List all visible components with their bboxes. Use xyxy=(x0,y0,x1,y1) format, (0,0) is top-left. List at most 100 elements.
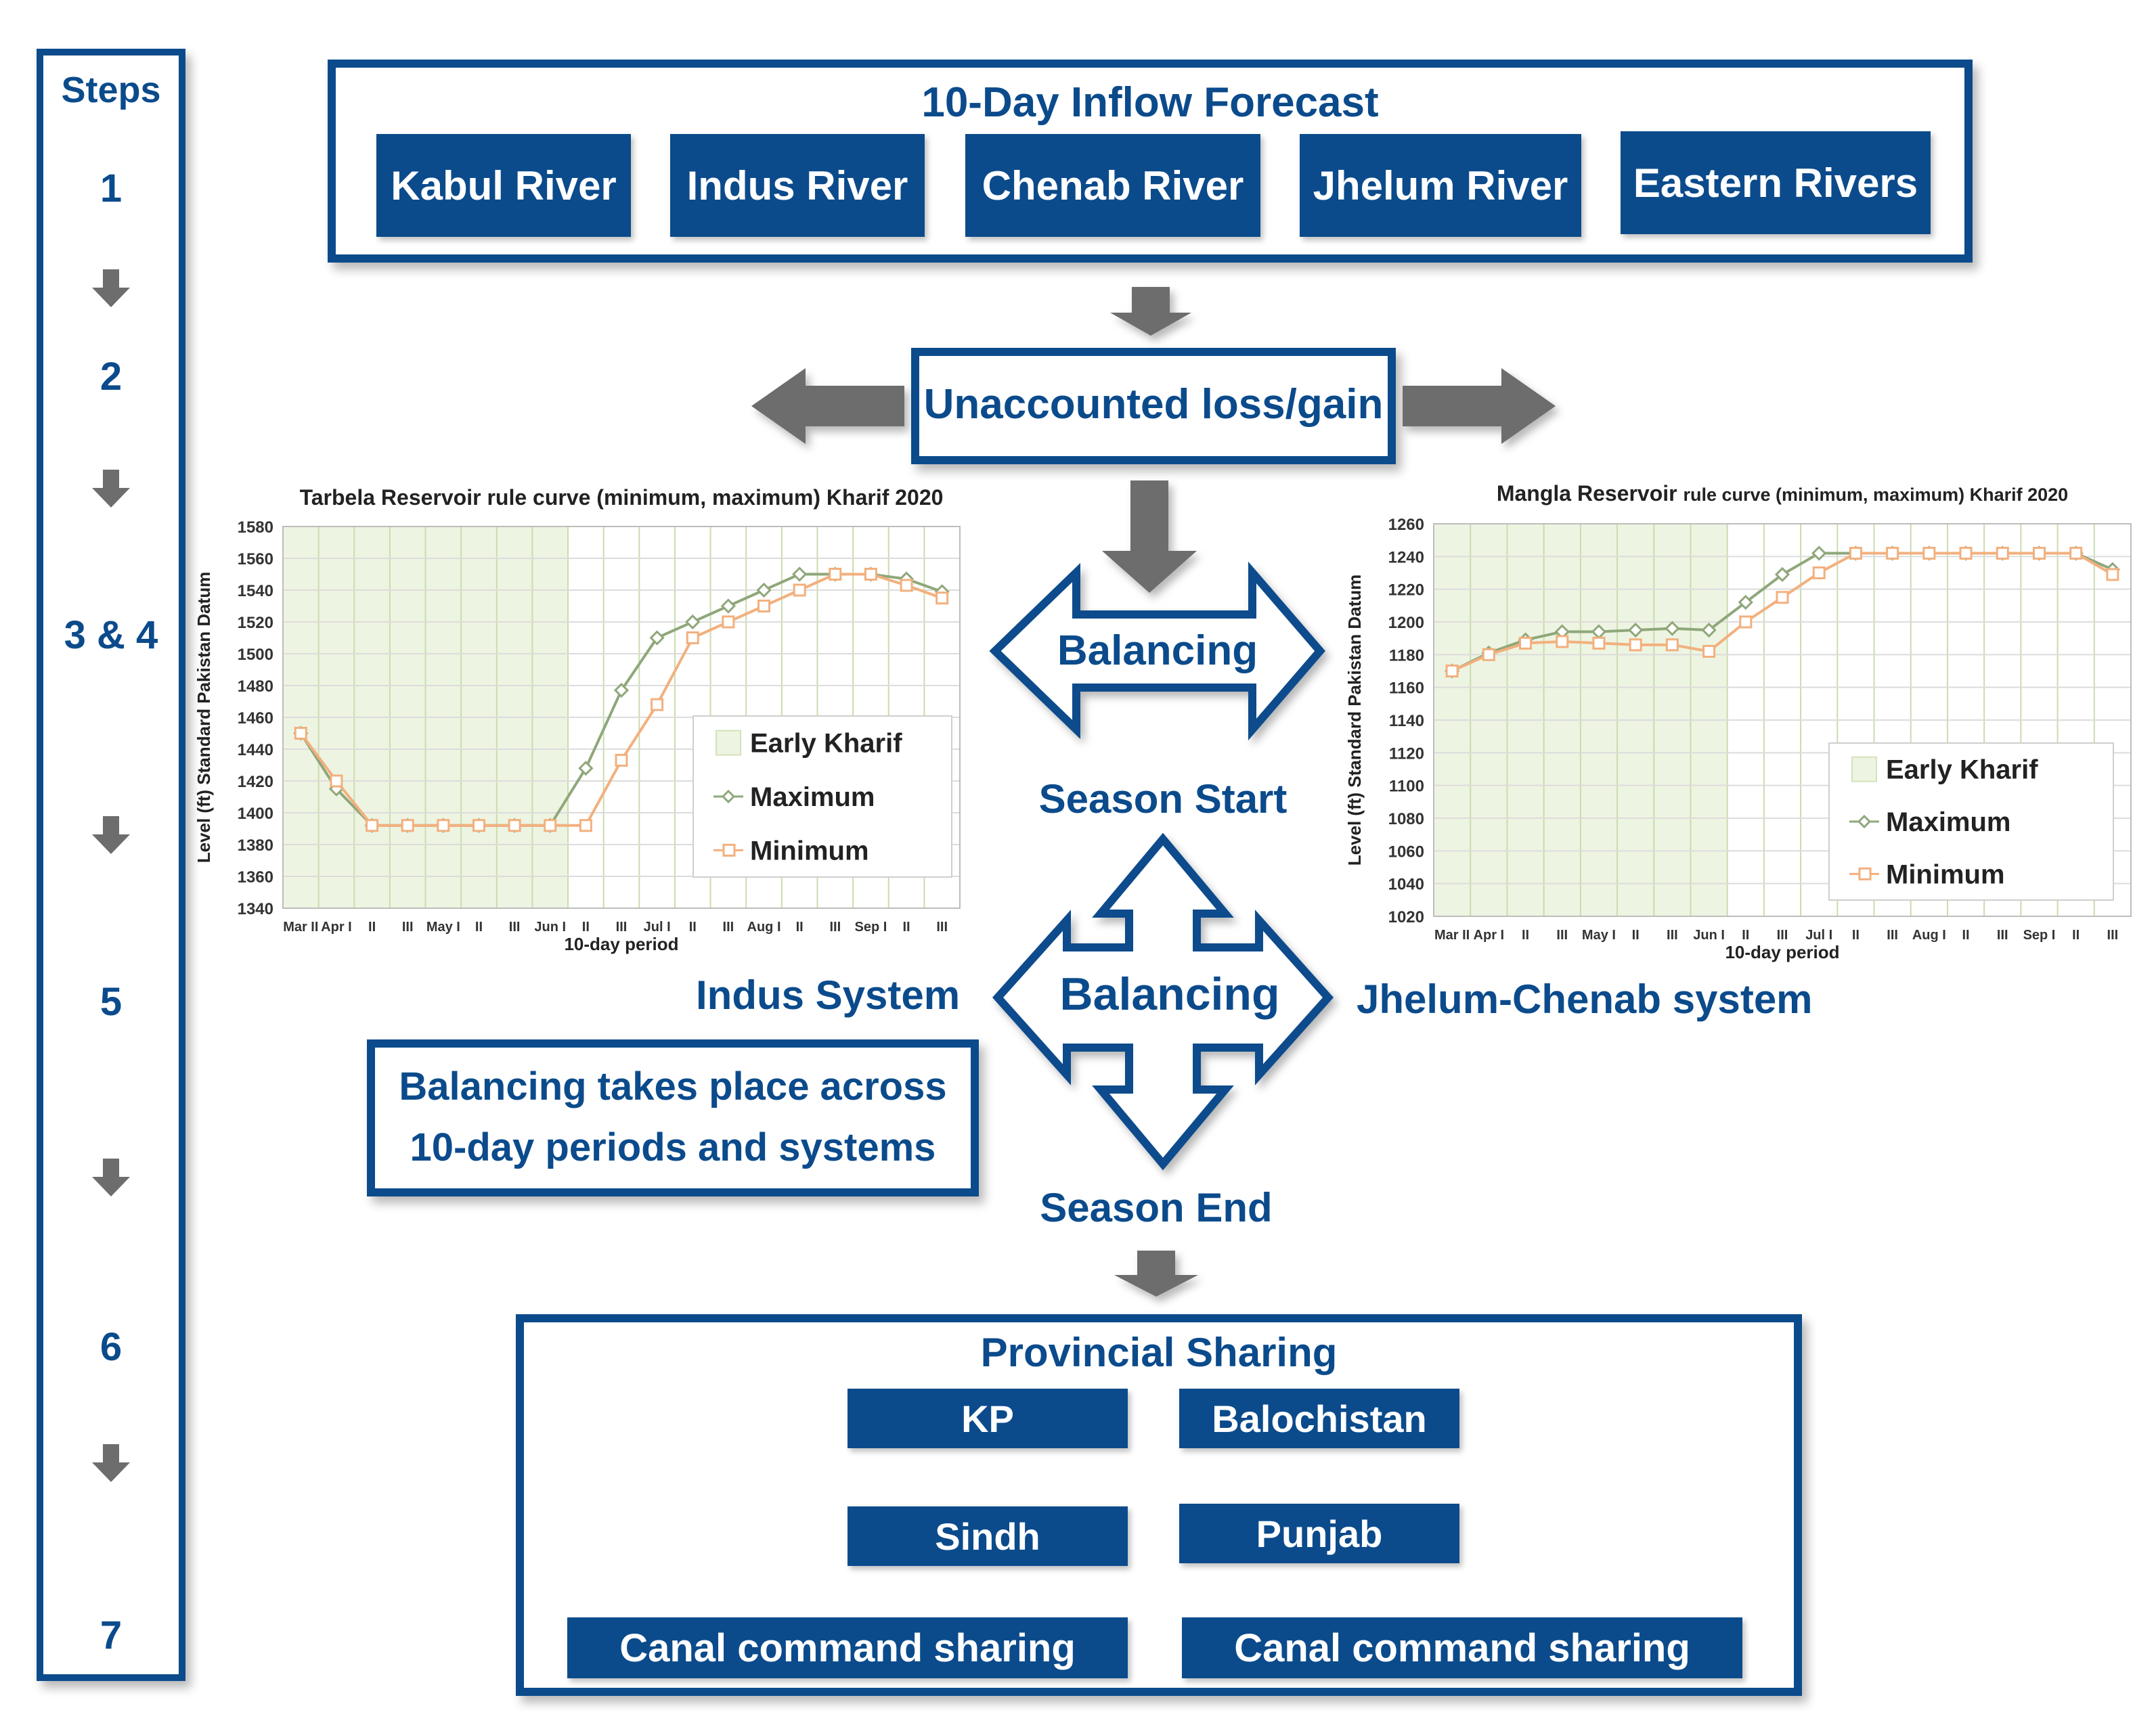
river-eastern: Eastern Rivers xyxy=(1621,131,1931,234)
tarbela-maximum-point xyxy=(649,630,665,646)
tarbela-maximum-point xyxy=(756,582,772,598)
mangla-minimum-point xyxy=(1886,547,1899,560)
tarbela-xtick-label: III xyxy=(936,920,948,935)
tarbela-xtick-label: Apr I xyxy=(321,920,352,935)
steps-column xyxy=(37,49,185,1681)
step-arrow-down-3 xyxy=(92,816,130,854)
mangla-xtick-label: III xyxy=(1556,928,1568,943)
balancing-center-label: Balancing xyxy=(1059,968,1280,1020)
mangla-title: Mangla Reservoir rule curve (minimum, ma… xyxy=(1497,481,2068,506)
mangla-xtick-label: II xyxy=(1522,928,1529,943)
balancing-note-line-2: 10-day periods and systems xyxy=(410,1125,936,1169)
river-jhelum: Jhelum River xyxy=(1300,134,1581,237)
tarbela-xtick-label: II xyxy=(902,920,910,935)
mangla-ylabel: Level (ft) Standard Pakistan Datum xyxy=(1344,575,1365,866)
mangla-legend-label-early-kharif: Early Kharif xyxy=(1886,755,2038,785)
tarbela-ytick-label: 1400 xyxy=(238,805,273,823)
tarbela-xtick-label: Aug I xyxy=(747,920,781,935)
tarbela-minimum-point xyxy=(793,583,806,597)
mangla-minimum-point xyxy=(1665,638,1679,652)
mangla-minimum-point xyxy=(1556,635,1569,648)
mangla-xtick-label: Apr I xyxy=(1474,928,1505,943)
tarbela-minimum-point xyxy=(864,568,877,581)
mangla-ytick-label: 1260 xyxy=(1388,516,1424,534)
season-end-label: Season End xyxy=(1040,1185,1273,1230)
tarbela-minimum-point xyxy=(900,579,913,592)
inflow-forecast-title: 10-Day Inflow Forecast xyxy=(921,79,1379,126)
tarbela-ytick-label: 1560 xyxy=(238,550,273,568)
tarbela-minimum-point xyxy=(294,727,307,740)
tarbela-minimum-point xyxy=(579,819,592,832)
tarbela-ytick-label: 1380 xyxy=(238,836,273,855)
mangla-ytick-label: 1180 xyxy=(1389,646,1424,665)
mangla-ytick-label: 1220 xyxy=(1388,581,1424,600)
step-arrow-down-4 xyxy=(92,1159,130,1196)
mangla-xtick-label: II xyxy=(1852,928,1860,943)
mangla-minimum-point xyxy=(1959,547,1973,560)
province-balochistan: Balochistan xyxy=(1179,1389,1459,1448)
provincial-sharing-title: Provincial Sharing xyxy=(980,1330,1338,1375)
tarbela-minimum-point xyxy=(936,591,949,605)
tarbela-ytick-label: 1460 xyxy=(238,709,273,727)
tarbela-legend-label-early-kharif: Early Kharif xyxy=(750,729,902,759)
tarbela-xtick-label: II xyxy=(689,920,697,935)
tarbela-minimum-point xyxy=(829,568,842,581)
mangla-minimum-point xyxy=(1592,636,1606,650)
tarbela-ytick-label: 1420 xyxy=(238,773,273,791)
season-start-label: Season Start xyxy=(1038,776,1288,822)
tarbela-minimum-point xyxy=(651,698,664,711)
mangla-minimum-point xyxy=(1922,547,1936,560)
mangla-minimum-point xyxy=(2106,568,2119,581)
step-label-5: 5 xyxy=(100,980,123,1024)
tarbela-minimum-point xyxy=(401,819,414,832)
mangla-legend-marker-minimum xyxy=(1858,867,1872,880)
mangla-xtick-label: III xyxy=(2107,928,2119,943)
tarbela-xtick-label: II xyxy=(796,920,804,935)
tarbela-minimum-point xyxy=(508,819,521,832)
step-label-6: 6 xyxy=(100,1325,123,1369)
step-arrow-down-2 xyxy=(92,470,130,508)
tarbela-minimum-point xyxy=(686,631,699,644)
tarbela-legend-marker-maximum xyxy=(721,789,736,804)
tarbela-legend-swatch-early-kharif xyxy=(716,730,741,756)
mangla-xtick-label: III xyxy=(1777,928,1788,943)
tarbela-ytick-label: 1520 xyxy=(238,614,273,632)
step-arrow-down-5 xyxy=(92,1444,130,1482)
mangla-rule-curve-chart: Mangla Reservoir rule curve (minimum, ma… xyxy=(1344,481,2132,962)
mangla-xtick-label: Aug I xyxy=(1912,928,1946,943)
mangla-xtick-label: II xyxy=(1962,928,1969,943)
mangla-xtick-label: III xyxy=(1667,928,1678,943)
mangla-ytick-label: 1080 xyxy=(1388,810,1424,828)
mangla-ytick-label: 1060 xyxy=(1388,843,1424,861)
mangla-minimum-point xyxy=(1629,638,1642,652)
mangla-ytick-label: 1120 xyxy=(1389,744,1424,763)
mangla-xlabel: 10-day period xyxy=(1725,942,1839,962)
balancing-top-label: Balancing xyxy=(1057,627,1258,674)
tarbela-ytick-label: 1480 xyxy=(238,677,273,696)
tarbela-xtick-label: II xyxy=(368,920,376,935)
tarbela-ytick-label: 1440 xyxy=(238,741,273,759)
tarbela-xtick-label: III xyxy=(723,920,734,935)
balancing-double-arrow xyxy=(989,561,1325,741)
tarbela-ytick-label: 1540 xyxy=(238,582,273,600)
mangla-xtick-label: May I xyxy=(1582,928,1616,943)
mangla-minimum-point xyxy=(2069,547,2083,560)
river-chenab: Chenab River xyxy=(965,134,1260,237)
indus-system-label: Indus System xyxy=(696,972,961,1018)
tarbela-rule-curve-chart: Tarbela Reservoir rule curve (minimum, m… xyxy=(194,485,961,954)
tarbela-xtick-label: May I xyxy=(426,920,460,935)
tarbela-minimum-point xyxy=(437,819,450,832)
tarbela-minimum-point xyxy=(615,753,628,767)
mangla-minimum-point xyxy=(1739,615,1753,629)
loss-gain-label: Unaccounted loss/gain xyxy=(923,381,1384,428)
mangla-minimum-point xyxy=(1702,645,1716,658)
tarbela-maximum-point xyxy=(613,682,630,698)
mangla-minimum-point xyxy=(1849,547,1862,560)
tarbela-xtick-label: Sep I xyxy=(855,920,887,935)
tarbela-xtick-label: Jul I xyxy=(644,920,671,935)
mangla-ytick-label: 1020 xyxy=(1388,908,1424,926)
jhelum-chenab-system-label: Jhelum-Chenab system xyxy=(1357,977,1813,1022)
mangla-minimum-point xyxy=(1996,547,2009,560)
mangla-ytick-label: 1160 xyxy=(1389,679,1424,698)
mangla-plot-frame xyxy=(1433,523,2132,917)
